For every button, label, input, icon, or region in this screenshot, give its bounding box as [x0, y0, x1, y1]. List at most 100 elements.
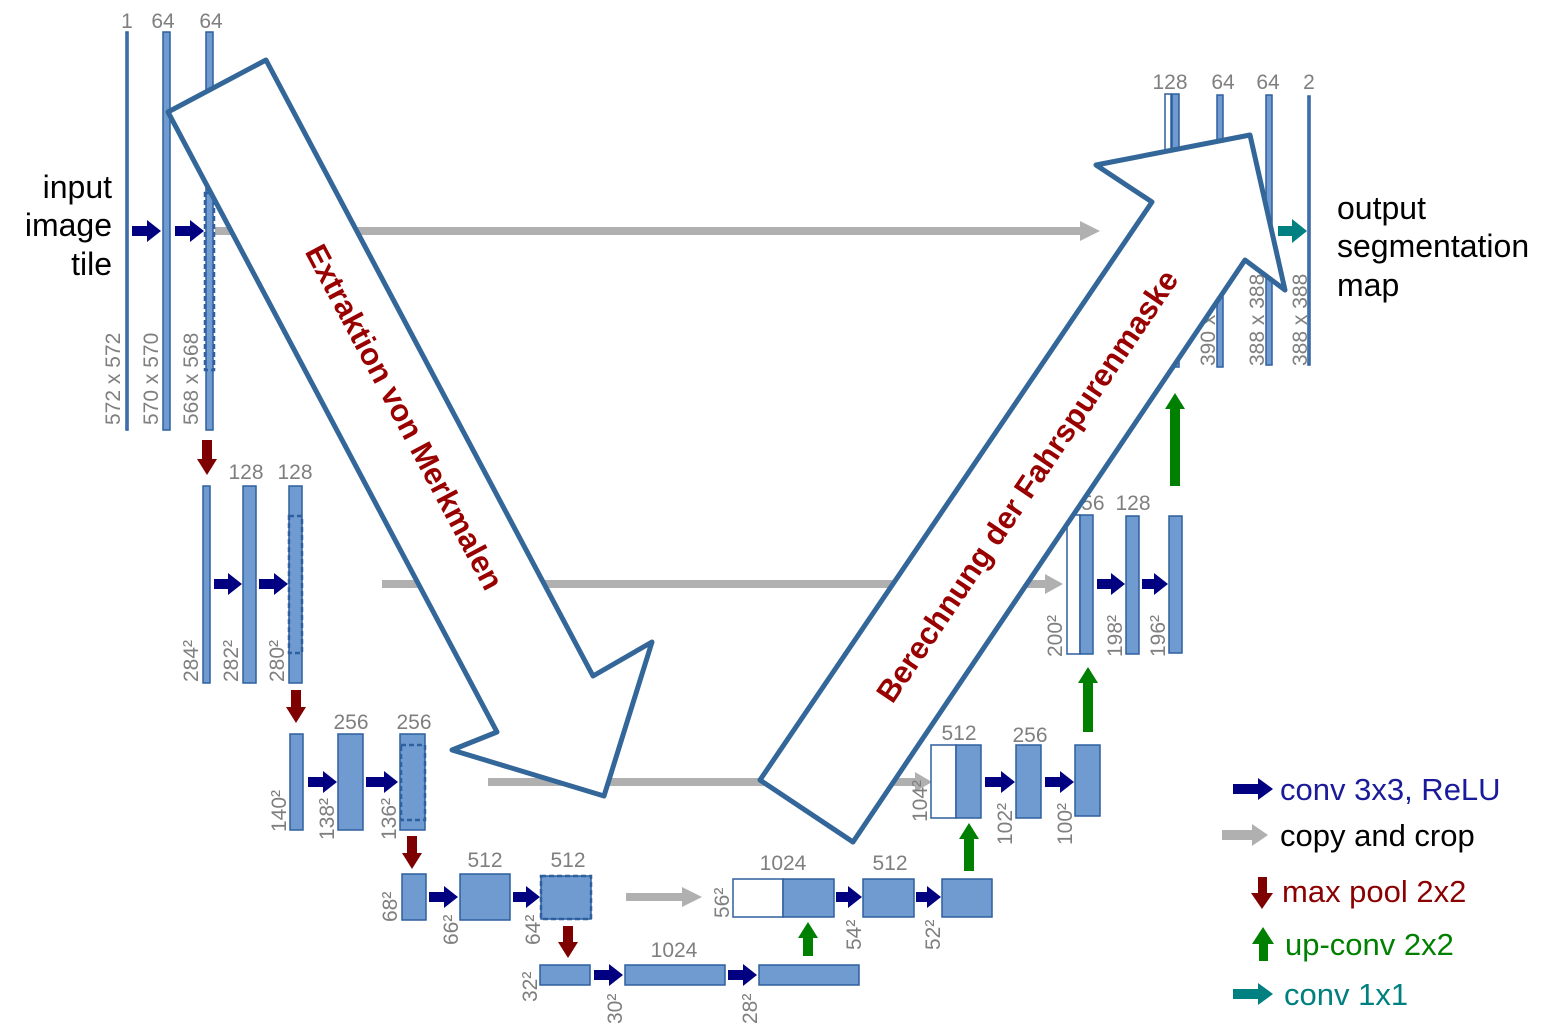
- maxpool-arrows: [197, 440, 578, 958]
- feature-map: [624, 964, 726, 986]
- size-label: 56²: [711, 888, 734, 918]
- size-label: 388 x 388: [1289, 274, 1312, 366]
- legend-conv-label: conv 3x3, ReLU: [1280, 772, 1501, 807]
- upconv-arrow: [959, 823, 979, 871]
- size-label: 102²: [994, 803, 1017, 845]
- conv-arrows: [132, 220, 1168, 986]
- channel-label: 1: [121, 10, 133, 33]
- feature-map: [758, 964, 860, 986]
- conv-arrow: [513, 886, 540, 908]
- legend: conv 3x3, ReLU copy and crop max pool 2x…: [1222, 772, 1501, 1012]
- crop-region: [399, 743, 427, 822]
- conv-arrow: [1097, 573, 1125, 595]
- input-label: input: [43, 169, 113, 205]
- feature-map: [125, 31, 129, 431]
- channel-label: 64: [1256, 71, 1280, 94]
- size-label: 66²: [440, 915, 463, 945]
- size-label: 100²: [1054, 803, 1077, 845]
- crop-region: [287, 514, 304, 655]
- conv-arrow: [594, 964, 623, 986]
- encoder-level-3: 256 256 140² 138² 136²: [268, 711, 432, 840]
- legend-upconv-icon: [1252, 927, 1274, 961]
- copy-arrow-l4: [626, 887, 702, 907]
- legend-maxpool-label: max pool 2x2: [1282, 874, 1466, 909]
- upconv-arrow: [1165, 393, 1185, 486]
- conv-arrow: [985, 771, 1015, 793]
- maxpool-arrow: [402, 836, 422, 869]
- output-label: segmentation: [1337, 228, 1529, 264]
- copied-feature-map: [930, 744, 957, 819]
- size-label: 196²: [1147, 615, 1170, 657]
- conv-arrow: [836, 886, 862, 908]
- feature-map: [401, 873, 427, 921]
- upconv-arrow: [1078, 667, 1098, 732]
- size-label: 284²: [180, 640, 203, 682]
- channel-label: 256: [396, 711, 431, 734]
- copied-feature-map: [732, 878, 784, 918]
- feature-map: [337, 733, 364, 831]
- size-label: 68²: [379, 892, 402, 922]
- conv-arrow: [916, 886, 941, 908]
- size-label: 138²: [316, 798, 339, 840]
- copy-arrow-l1: [215, 221, 1100, 241]
- feature-map: [1125, 515, 1140, 655]
- feature-map: [399, 733, 426, 831]
- feature-map: [1168, 515, 1183, 654]
- conv-arrow: [1045, 771, 1074, 793]
- encoder-level-1: 1 64 64 572 x 572 570 x 570 568 x 568 in…: [25, 10, 223, 431]
- size-label: 30²: [604, 994, 627, 1024]
- feature-map: [1015, 744, 1042, 819]
- channel-label: 512: [550, 849, 585, 872]
- bottleneck: 1024 32² 30² 28²: [519, 939, 860, 1024]
- conv-arrow: [214, 573, 242, 595]
- legend-conv-icon: [1233, 778, 1273, 800]
- maxpool-arrow: [197, 440, 217, 475]
- channel-label: 128: [277, 461, 312, 484]
- channel-label: 256: [1012, 724, 1047, 747]
- feature-map: [289, 733, 304, 831]
- size-label: 32²: [519, 972, 542, 1002]
- size-label: 570 x 570: [140, 333, 163, 425]
- copied-feature-map: [1066, 514, 1081, 655]
- output-label: output: [1337, 190, 1426, 226]
- size-label: 54²: [843, 920, 866, 950]
- feature-map: [1079, 514, 1094, 655]
- size-label: 200²: [1044, 615, 1067, 657]
- encoder-level-2: 128 128 284² 282² 280²: [180, 461, 313, 684]
- feature-map: [459, 873, 511, 921]
- size-label: 198²: [1104, 615, 1127, 657]
- copy-arrow-l3: [488, 772, 932, 792]
- decoder-level-3: 512 256 104² 102² 100²: [909, 722, 1101, 845]
- size-label: 568 x 568: [180, 333, 203, 425]
- channel-label: 256: [333, 711, 368, 734]
- conv-arrow: [429, 886, 458, 908]
- channel-label: 2: [1303, 71, 1315, 94]
- output-map: [1307, 95, 1311, 366]
- channel-label: 64: [199, 10, 223, 33]
- conv1x1-arrow: [1278, 219, 1307, 243]
- conv-arrow: [728, 964, 757, 986]
- maxpool-arrow: [286, 690, 306, 723]
- size-label: 140²: [268, 790, 291, 832]
- feature-map: [1074, 744, 1101, 817]
- decoder-arrow-shape: [757, 132, 1288, 845]
- encoder-arrow-shape: [165, 57, 655, 799]
- channel-label: 128: [1152, 71, 1187, 94]
- feature-map: [782, 878, 835, 918]
- conv-arrow: [366, 771, 398, 793]
- size-label: 280²: [266, 640, 289, 682]
- size-label: 388 x 388: [1246, 274, 1269, 366]
- feature-map: [941, 878, 993, 918]
- maxpool-arrow: [558, 926, 578, 958]
- conv-arrow: [175, 220, 204, 242]
- size-label: 64²: [522, 915, 545, 945]
- legend-conv1x1-label: conv 1x1: [1284, 977, 1408, 1012]
- encoder-overlay-arrow: Extraktion von Merkmalen: [165, 57, 655, 799]
- feature-map: [202, 485, 211, 684]
- channel-label: 64: [151, 10, 175, 33]
- legend-conv1x1-icon: [1233, 983, 1273, 1005]
- channel-label: 1024: [651, 939, 698, 962]
- input-label: image: [25, 207, 112, 243]
- feature-map: [539, 964, 591, 986]
- conv-arrow: [259, 573, 288, 595]
